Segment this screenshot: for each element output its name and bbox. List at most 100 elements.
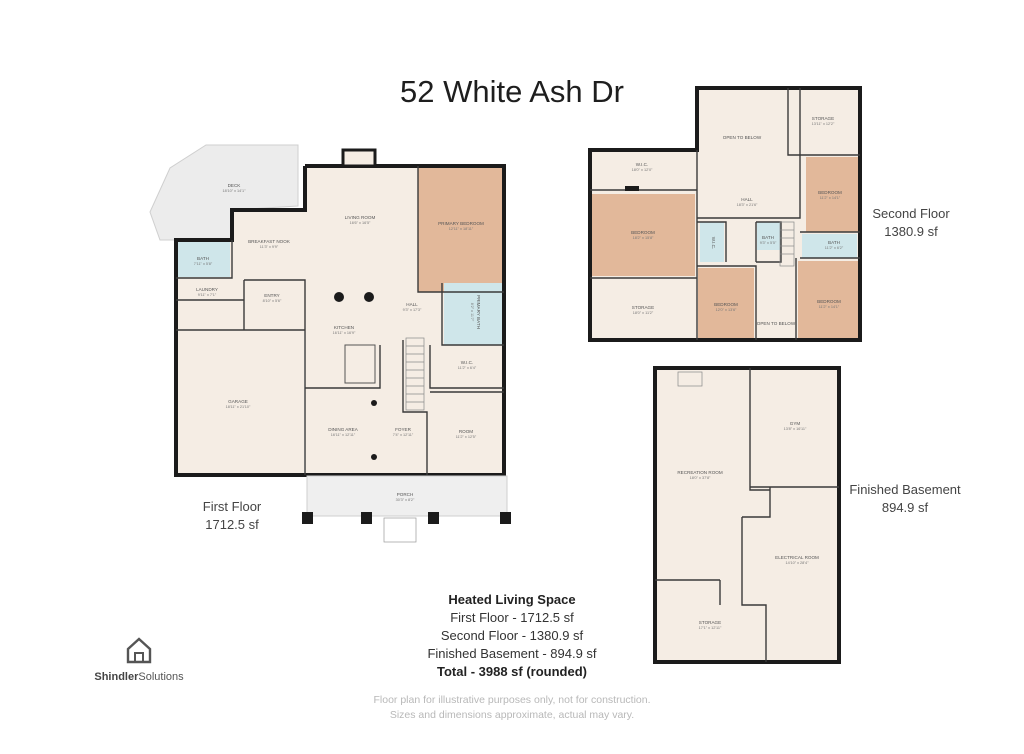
room-label: STORAGE [699,620,721,625]
room-dimension: 9'3" x 17'3" [403,308,422,312]
room-label: ELECTRICAL ROOM [775,555,819,560]
summary-line: First Floor - 1712.5 sf [450,610,574,625]
porch-post [302,512,313,524]
disclaimer-line: Sizes and dimensions approximate, actual… [389,709,635,721]
room-dimension: 7'4" x 12'11" [393,433,414,437]
room-label: BEDROOM [714,302,738,307]
logo-text-bold: Shindler [94,671,139,683]
first-floor-plan: DECK 18'10" x 14'1" LIVING ROOM 16'6" x … [149,144,511,543]
column-dot [371,454,377,460]
porch-area [306,475,508,517]
room-label: OPEN TO BELOW [757,321,796,326]
bedroom-fill [798,261,858,340]
primary-bedroom-fill [418,168,504,292]
room-label: PORCH [397,492,414,497]
floor-name: Second Floor [872,206,950,221]
room-dimension: 18'2" x 15'8" [633,236,654,240]
room-label: LAUNDRY [196,287,218,292]
bedroom-fill [698,268,754,340]
logo-text-regular: Solutions [138,671,184,683]
porch-post [428,512,439,524]
room-label: ENTRY [264,293,280,298]
logo-text: ShindlerSolutions [84,671,194,683]
room-label: GYM [790,421,801,426]
room-dimension: 11'2" x 14'1" [819,305,840,309]
summary-heading: Heated Living Space [448,592,576,607]
stairs [405,337,425,411]
summary-line: Finished Basement - 894.9 sf [427,646,597,661]
column-dot [371,400,377,406]
porch-post [500,512,511,524]
floor-name: First Floor [202,499,262,514]
room-label: STORAGE [632,305,654,310]
room-label: HALL [406,302,418,307]
room-label: LIVING ROOM [345,215,376,220]
chimney [341,148,377,168]
second-floor-plan: OPEN TO BELOW STORAGE 13'11" x 12'2" W.I… [588,86,862,342]
room-label: W.I.C. [461,360,474,365]
basement-stairs [677,371,703,387]
room-label: W.I.C. [636,162,649,167]
room-dimension: 11'2" x 12'5" [456,435,477,439]
floor-name: Finished Basement [849,482,961,497]
room-label: BATH [762,235,774,240]
porch-post [361,512,372,524]
room-dimension: 13'11" x 12'2" [812,122,835,126]
room-label: HALL [741,197,753,202]
room-label: BATH [197,256,209,261]
second-floor-label: Second Floor 1380.9 sf [861,205,961,241]
basement-plan: GYM 13'8" x 16'11" RECREATION ROOM 18'0"… [653,366,841,664]
room-label: DECK [228,183,242,188]
room-label: DINING AREA [328,427,359,432]
bedroom-fill [592,194,695,276]
garage-floor [176,330,304,475]
room-dimension: 9'11" x 7'1" [198,293,217,297]
summary-total: Total - 3988 sf (rounded) [437,664,587,679]
room-label: OPEN TO BELOW [723,135,762,140]
disclaimer-line: Floor plan for illustrative purposes onl… [373,694,651,706]
bar-stool [334,292,344,302]
room-dimension: 30'3" x 8'2" [396,498,415,502]
stairs [779,221,795,267]
room-dimension: 8'2" x 11'7" [470,303,474,322]
house-icon [126,637,152,664]
room-dimension: 11'2" x 14'1" [820,196,841,200]
room-dimension: 9'3" x 5'5" [760,241,777,245]
floor-area: 1380.9 sf [884,224,938,239]
bath-fill [757,222,781,250]
first-floor-label: First Floor 1712.5 sf [182,498,282,534]
room-dimension: 18'0" x 37'8" [690,476,711,480]
kitchen-island [344,344,376,384]
room-dimension: 18'11" x 21'10" [226,405,251,409]
room-dimension: 18'0" x 11'2" [633,311,654,315]
room-dimension: 18'10" x 14'1" [223,189,247,193]
room-label: BREAKFAST NOOK [248,239,291,244]
basement-label: Finished Basement 894.9 sf [843,481,967,517]
room-dimension: 16'11" x 16'9" [333,331,356,335]
room-dimension: 12'0" x 13'6" [716,308,737,312]
bath-fill [177,241,230,277]
room-label: RECREATION ROOM [677,470,723,475]
room-dimension: 17'1" x 12'11" [699,626,722,630]
room-label: BEDROOM [818,190,842,195]
room-label: GARAGE [228,399,248,404]
room-label: BATH [828,240,840,245]
primary-bath-fill [444,283,502,345]
room-label: ROOM [459,429,473,434]
room-dimension: 11'2" x 6'2" [825,246,844,250]
room-dimension: 8'10" x 5'6" [263,299,282,303]
closet-marker [625,186,639,191]
room-label: BEDROOM [817,299,841,304]
room-dimension: 18'3" x 21'6" [737,203,758,207]
bedroom-fill [806,157,858,232]
floor-area: 1712.5 sf [205,517,259,532]
room-label: BEDROOM [631,230,655,235]
summary-line: Second Floor - 1380.9 sf [440,628,584,643]
porch-steps [383,517,417,543]
page-title: 52 White Ash Dr [400,74,624,109]
room-label: PRIMARY BEDROOM [438,221,484,226]
disclaimer: Floor plan for illustrative purposes onl… [312,693,712,723]
bath-fill [802,234,857,258]
bar-stool [364,292,374,302]
